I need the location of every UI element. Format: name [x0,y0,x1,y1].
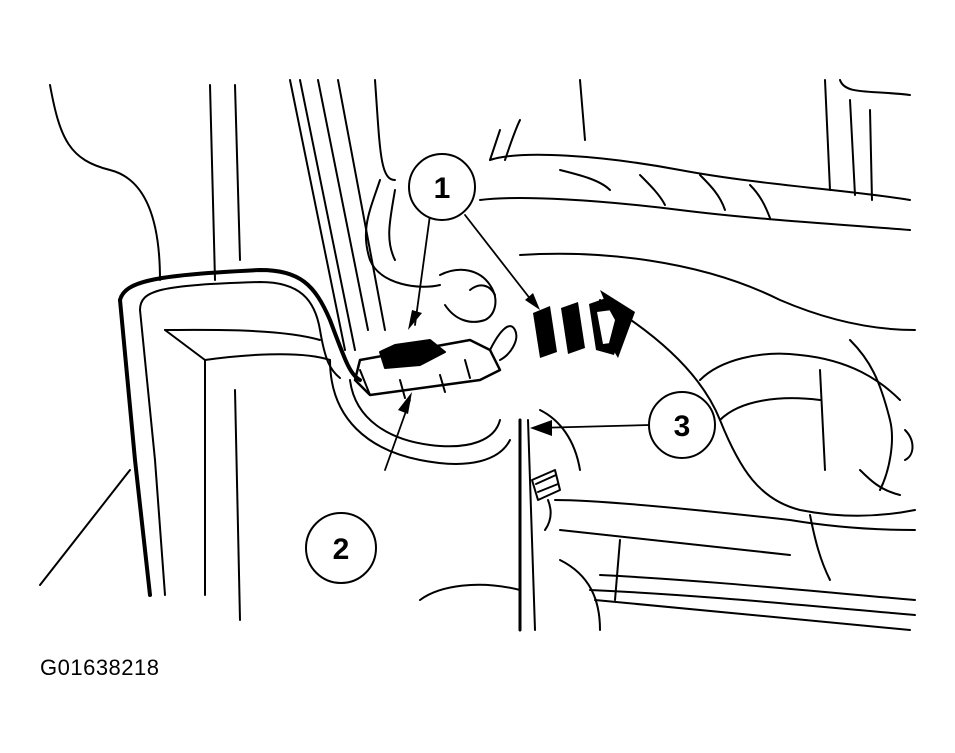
electrical-connector [353,325,518,399]
leader-arrowhead-2 [398,392,412,414]
lower-right-tray [554,499,916,631]
left-housing-outline [39,84,241,586]
callout-3-label: 3 [674,410,691,443]
main-box [118,268,536,632]
body-contour [519,252,916,517]
upper-right-housing [579,79,911,201]
callout-3: 3 [648,391,716,459]
callout-1-label: 1 [434,172,451,205]
ground-bolt [531,469,561,531]
figure-id-label: G01638218 [40,655,160,680]
leader-arrowhead-1b [525,293,540,310]
leader-lines [384,214,651,471]
callout-2: 2 [305,512,377,584]
callout-1: 1 [408,153,476,221]
vertical-rails [289,79,396,351]
callout-2-label: 2 [333,533,350,566]
leader-arrowhead-1a [408,310,422,330]
leader-arrowhead-3 [530,420,552,436]
direction-arrow-icon [533,290,635,358]
wiring-harness [364,119,911,323]
